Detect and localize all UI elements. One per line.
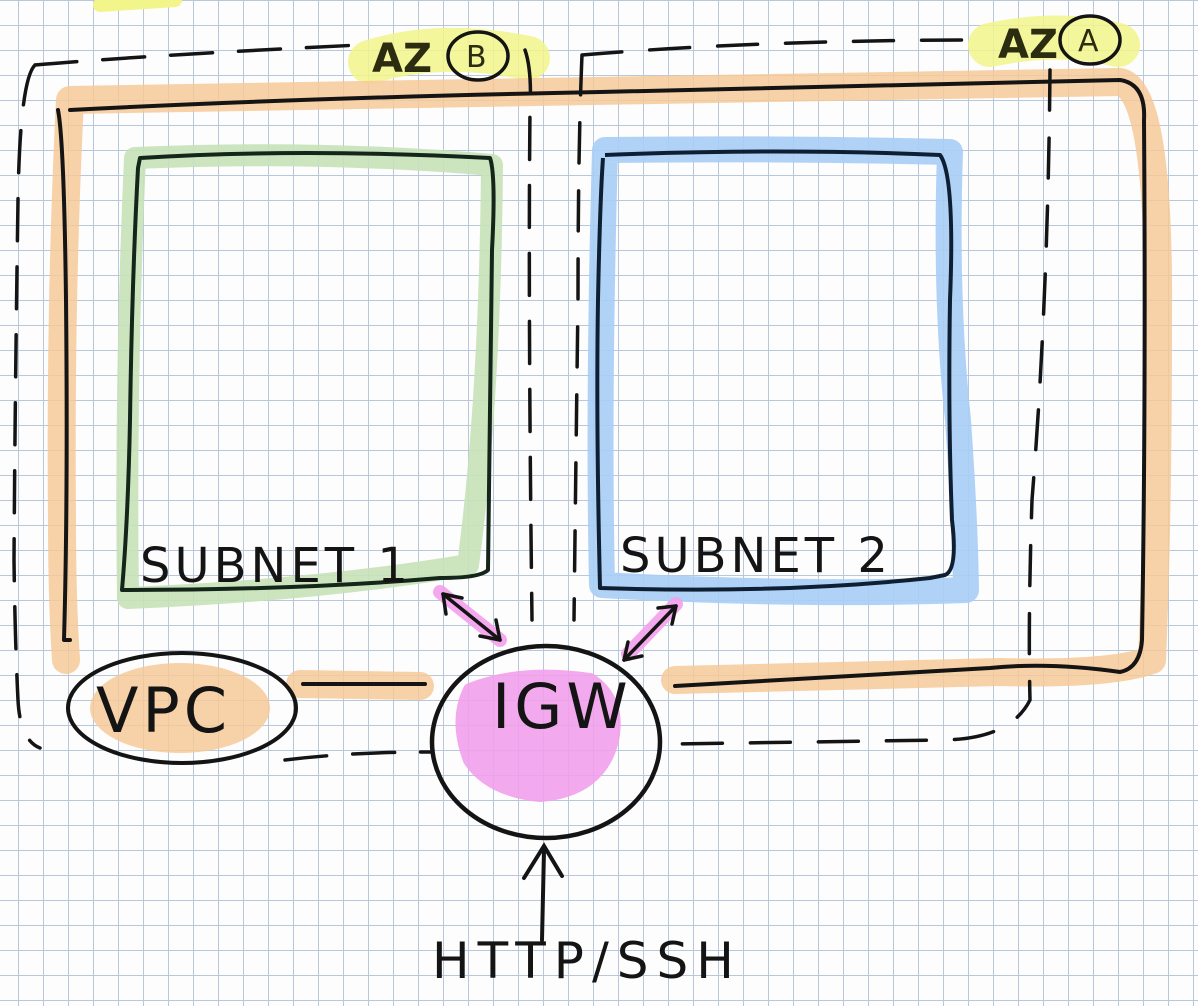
az-a-letter: A <box>1078 24 1099 59</box>
igw-highlight <box>455 669 621 802</box>
traffic-label: HTTP/SSH <box>432 932 742 990</box>
subnet2-highlight <box>587 136 979 606</box>
igw-circle <box>429 643 663 841</box>
az-a-label: AZ A <box>998 14 1122 68</box>
az-b-label: AZ B <box>372 30 510 82</box>
vpc-outline <box>56 78 1147 688</box>
az-b-prefix: AZ <box>372 36 432 82</box>
subnet2-label: SUBNET 2 <box>620 528 892 584</box>
subnet1-outline <box>120 151 496 592</box>
az-a-prefix: AZ <box>998 22 1058 68</box>
subnet1-label: SUBNET 1 <box>140 538 412 594</box>
arrow-subnet1-igw <box>441 592 502 642</box>
vpc-label: VPC <box>96 674 231 747</box>
igw-label: IGW <box>492 670 632 743</box>
subnet2-outline <box>595 149 956 592</box>
arrow-subnet2-igw <box>622 604 678 662</box>
subnet1-highlight <box>116 144 503 609</box>
yellow-mark <box>93 0 182 12</box>
az-a-circle <box>1058 14 1122 66</box>
az-a-highlight <box>968 15 1140 67</box>
az-b-dashed-boundary <box>12 43 534 762</box>
az-a-dashed-boundary <box>572 38 1052 746</box>
vpc-circle <box>66 651 298 765</box>
az-b-letter: B <box>466 40 487 75</box>
inbound-traffic-arrow <box>522 842 564 942</box>
az-b-circle <box>446 30 510 82</box>
vpc-highlight <box>90 663 270 753</box>
